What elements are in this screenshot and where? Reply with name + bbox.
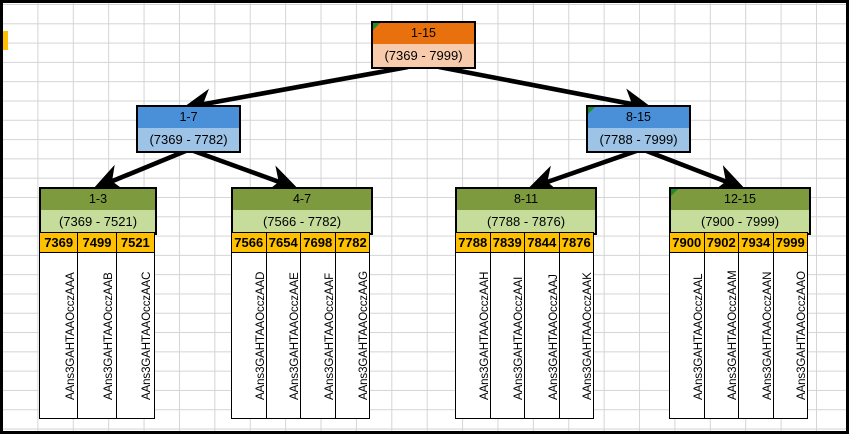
leaf-label-text: AAns3GAHTAAOcczAAK xyxy=(582,272,594,400)
value-cell[interactable]: 7698 xyxy=(300,232,336,253)
arrow-root-to-8-15 xyxy=(438,64,653,117)
leaf-label-cell[interactable]: AAns3GAHTAAOcczAAH xyxy=(455,252,491,419)
comment-indicator-icon xyxy=(671,189,678,196)
node-root[interactable]: 1-15 (7369 - 7999) xyxy=(371,21,476,69)
value-cell[interactable]: 7369 xyxy=(39,232,79,253)
value-cell[interactable]: 7499 xyxy=(77,232,117,253)
leaf-label-cell[interactable]: AAns3GAHTAAOcczAAM xyxy=(703,252,739,419)
node-8-11[interactable]: 8-11 (7788 - 7876) xyxy=(455,187,597,235)
comment-indicator-icon xyxy=(588,107,595,114)
value-cell[interactable]: 7900 xyxy=(669,232,705,253)
leaf-label-cell[interactable]: AAns3GAHTAAOcczAAK xyxy=(558,252,594,419)
leaf-label-cell[interactable]: AAns3GAHTAAOcczAAG xyxy=(334,252,370,419)
leaf-label-cell[interactable]: AAns3GAHTAAOcczAAD xyxy=(231,252,267,419)
node-8-11-label: 8-11 xyxy=(457,189,595,210)
leaf-label-cell[interactable]: AAns3GAHTAAOcczAAC xyxy=(115,252,155,419)
arrow-8-15-to-12-15 xyxy=(643,147,746,192)
leaf-label-cell[interactable]: AAns3GAHTAAOcczAAF xyxy=(300,252,336,419)
leaf-label-cell[interactable]: AAns3GAHTAAOcczAAO xyxy=(772,252,808,419)
node-1-7-range: (7369 - 7782) xyxy=(138,128,239,151)
comment-indicator-icon xyxy=(373,23,380,30)
arrow-root-to-1-7 xyxy=(182,64,409,117)
node-12-15-label: 12-15 xyxy=(671,189,809,210)
value-cell[interactable]: 7844 xyxy=(524,232,560,253)
leaf-label-cell[interactable]: AAns3GAHTAAOcczAAI xyxy=(489,252,525,419)
arrow-1-7-to-4-7 xyxy=(190,147,299,193)
value-cell[interactable]: 7999 xyxy=(772,232,808,253)
arrow-1-7-to-1-3 xyxy=(92,147,189,192)
leaf-label-text: AAns3GAHTAAOcczAAG xyxy=(358,271,370,400)
node-4-7[interactable]: 4-7 (7566 - 7782) xyxy=(231,187,373,235)
value-cell[interactable]: 7521 xyxy=(115,232,155,253)
value-cell[interactable]: 7566 xyxy=(231,232,267,253)
leaf-label-text: AAns3GAHTAAOcczAAO xyxy=(796,271,808,400)
node-1-7[interactable]: 1-7 (7369 - 7782) xyxy=(136,105,241,153)
leaf-label-text: AAns3GAHTAAOcczAAC xyxy=(141,271,154,400)
node-1-3-label: 1-3 xyxy=(41,189,155,210)
node-root-label: 1-15 xyxy=(373,23,474,44)
node-1-3[interactable]: 1-3 (7369 - 7521) xyxy=(39,187,157,235)
leaf-label-cell[interactable]: AAns3GAHTAAOcczAAL xyxy=(669,252,705,419)
node-1-3-range: (7369 - 7521) xyxy=(41,210,155,233)
leaf-label-cell[interactable]: AAns3GAHTAAOcczAAJ xyxy=(524,252,560,419)
leaf-label-cell[interactable]: AAns3GAHTAAOcczAAE xyxy=(265,252,301,419)
leaf-label-cell[interactable]: AAns3GAHTAAOcczAAB xyxy=(77,252,117,419)
connector-arrows-layer xyxy=(92,64,746,193)
leaf-label-text: AAns3GAHTAAOcczAAA xyxy=(64,272,77,400)
value-cell[interactable]: 7876 xyxy=(558,232,594,253)
node-8-15-range: (7788 - 7999) xyxy=(588,128,689,151)
label-row-group-1-3: AAns3GAHTAAOcczAAA AAns3GAHTAAOcczAAB AAns… xyxy=(39,252,157,419)
value-cell[interactable]: 7902 xyxy=(703,232,739,253)
value-cell[interactable]: 7839 xyxy=(489,232,525,253)
leaf-label-cell[interactable]: AAns3GAHTAAOcczAAA xyxy=(39,252,79,419)
node-4-7-label: 4-7 xyxy=(233,189,371,210)
node-8-11-range: (7788 - 7876) xyxy=(457,210,595,233)
value-cell[interactable]: 7782 xyxy=(334,232,370,253)
value-cell[interactable]: 7654 xyxy=(265,232,301,253)
node-8-15[interactable]: 8-15 (7788 - 7999) xyxy=(586,105,691,153)
value-cell[interactable]: 7934 xyxy=(738,232,774,253)
left-edge-marker xyxy=(3,31,8,50)
leaf-label-cell[interactable]: AAns3GAHTAAOcczAAN xyxy=(738,252,774,419)
value-cell[interactable]: 7788 xyxy=(455,232,491,253)
node-12-15-range: (7900 - 7999) xyxy=(671,210,809,233)
arrow-8-15-to-8-11 xyxy=(527,147,640,193)
node-1-7-label: 1-7 xyxy=(138,107,239,128)
node-root-range: (7369 - 7999) xyxy=(373,44,474,67)
leaf-label-text: AAns3GAHTAAOcczAAB xyxy=(102,272,115,400)
node-12-15[interactable]: 12-15 (7900 - 7999) xyxy=(669,187,811,235)
node-8-15-label: 8-15 xyxy=(588,107,689,128)
node-4-7-range: (7566 - 7782) xyxy=(233,210,371,233)
